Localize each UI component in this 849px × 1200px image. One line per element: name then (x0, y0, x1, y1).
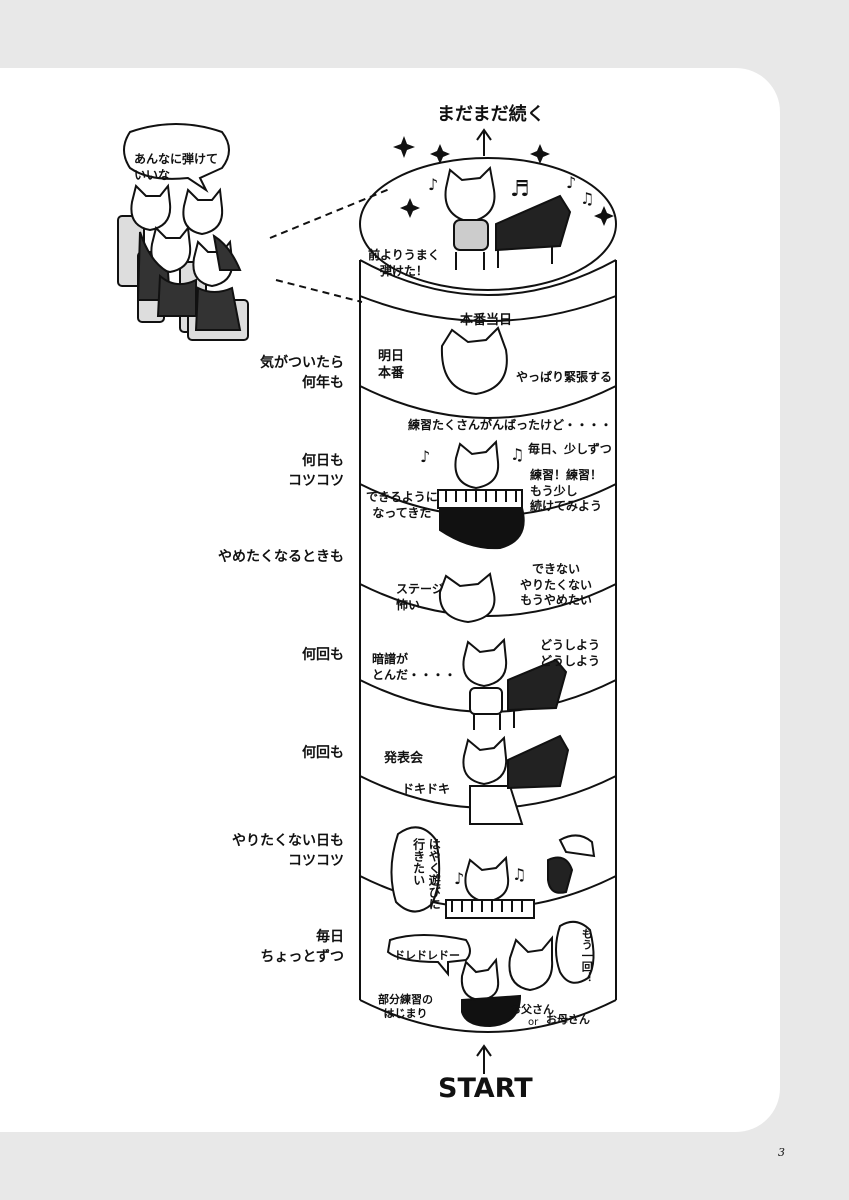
s5-a: 発表会 (384, 751, 424, 766)
top-label: まだまだ続く (437, 104, 545, 125)
s3-a: ステージ 怖い (396, 582, 444, 612)
s1-c: 練習たくさんがんばったけど・・・・ (408, 418, 613, 432)
svg-text:♪: ♪ (420, 447, 430, 466)
s4-b: どうしよう どうしよう (540, 638, 601, 668)
left-label-unwilling: やりたくない日も コツコツ (232, 833, 344, 869)
s7-d: お父さん (510, 1003, 554, 1016)
s7-e: or (528, 1017, 539, 1028)
s1-b: やっぱり緊張する (516, 370, 613, 384)
left-label-quit: やめたくなるときも (218, 549, 344, 565)
svg-text:♬: ♬ (510, 177, 530, 202)
start-label: START (438, 1073, 533, 1104)
s5-b: ドキドキ (402, 782, 451, 796)
left-label-many-1: 何回も (302, 647, 344, 663)
left-label-years: 気がついたら 何年も (260, 355, 344, 391)
band-label: 本番当日 (460, 313, 513, 328)
s6-a: はやく遊びに 行きたい (411, 838, 442, 910)
svg-text:♪: ♪ (454, 869, 464, 888)
s2-b: 練習！練習！ もう少し 続けてみよう (530, 468, 603, 514)
s3-b: できない やりたくない もうやめたい (520, 562, 593, 608)
s2-c: できるように なってきた (366, 490, 438, 520)
s7-f: お母さん (546, 1013, 590, 1026)
left-label-days: 何日も コツコツ (288, 453, 344, 489)
left-label-many-2: 何回も (302, 745, 344, 761)
svg-text:♪: ♪ (428, 175, 438, 194)
svg-text:♫: ♫ (512, 865, 526, 884)
svg-text:♪: ♪ (566, 173, 576, 192)
svg-text:♫: ♫ (580, 189, 594, 208)
s2-a: 毎日、少しずつ (528, 442, 612, 456)
s7-c: 部分練習の はじまり (378, 993, 433, 1021)
s1-a: 明日 本番 (378, 349, 405, 381)
svg-text:♫: ♫ (510, 445, 524, 464)
top-stage-text: 前よりうまく 弾けた！ (368, 248, 440, 278)
s7-a: ドレドレドー (394, 949, 460, 962)
s7-b: もう一回！ (580, 928, 594, 983)
left-label-daily: 毎日 ちょっとずつ (260, 929, 344, 965)
page-number: 3 (778, 1146, 785, 1159)
s4-a: 暗譜が とんだ・・・・ (372, 652, 457, 682)
audience-speech: あんなに弾けて いいな (134, 152, 219, 182)
